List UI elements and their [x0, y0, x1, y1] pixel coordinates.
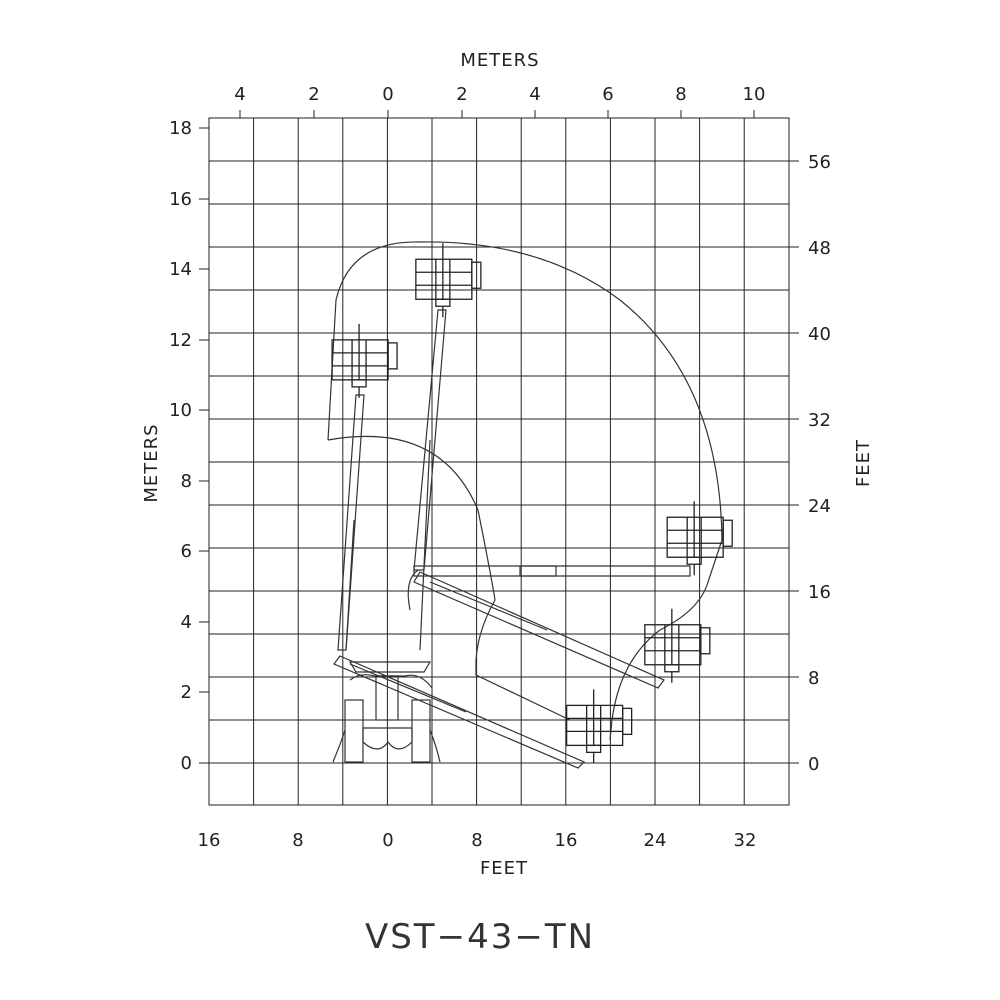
top-tick-label: 4: [234, 84, 245, 105]
working-envelope: [327, 241, 723, 741]
right-tick-label: 0: [808, 754, 819, 775]
left-tick-label: 4: [181, 612, 192, 633]
right-axis-title: FEET: [853, 439, 874, 487]
top-axis-title: METERS: [460, 50, 539, 71]
bottom-tick-label: 16: [198, 830, 221, 851]
boom-ground-diagonal: [333, 655, 586, 769]
left-tick-label: 0: [181, 753, 192, 774]
inner-envelope: [327, 435, 571, 721]
platform-basket: [565, 689, 633, 764]
left-tick-label: 2: [181, 682, 192, 703]
bottom-tick-label: 8: [292, 830, 303, 851]
platform-basket: [666, 501, 733, 576]
left-tick-label: 14: [169, 259, 192, 280]
top-tick-label: 10: [743, 84, 766, 105]
top-tick-label: 2: [308, 84, 319, 105]
bottom-axis-title: FEET: [480, 858, 528, 879]
model-title: VST−43−TN: [365, 917, 595, 957]
boom-horizontal: [413, 565, 691, 577]
left-tick-label: 12: [169, 330, 192, 351]
boom-vertical-left: [337, 394, 365, 651]
left-tick-label: 6: [181, 541, 192, 562]
top-tick-label: 0: [382, 84, 393, 105]
right-tick-label: 8: [808, 668, 819, 689]
bottom-tick-label: 0: [382, 830, 393, 851]
right-tick-label: 16: [808, 582, 831, 603]
bottom-tick-label: 16: [555, 830, 578, 851]
boom-vertical-center: [407, 309, 447, 651]
right-tick-label: 56: [808, 152, 831, 173]
platform-basket: [331, 323, 398, 398]
platform-basket: [415, 243, 482, 318]
top-tick-label: 8: [675, 84, 686, 105]
grid: [208, 117, 790, 806]
top-tick-label: 6: [602, 84, 613, 105]
platform-basket: [644, 608, 711, 683]
right-tick-label: 40: [808, 324, 831, 345]
bottom-tick-label: 24: [644, 830, 667, 851]
truck-chassis: [332, 661, 441, 763]
right-tick-label: 48: [808, 238, 831, 259]
right-tick-label: 24: [808, 496, 831, 517]
top-tick-label: 2: [456, 84, 467, 105]
right-tick-label: 32: [808, 410, 831, 431]
left-tick-label: 10: [169, 400, 192, 421]
bottom-tick-label: 32: [734, 830, 757, 851]
left-axis-title: METERS: [141, 423, 162, 502]
left-tick-label: 8: [181, 471, 192, 492]
platforms: [331, 243, 733, 764]
bottom-tick-label: 8: [471, 830, 482, 851]
boom-low-diagonal: [413, 571, 665, 689]
axis-ticks: [199, 110, 799, 764]
top-tick-label: 4: [529, 84, 540, 105]
left-tick-label: 18: [169, 118, 192, 139]
left-tick-label: 16: [169, 189, 192, 210]
